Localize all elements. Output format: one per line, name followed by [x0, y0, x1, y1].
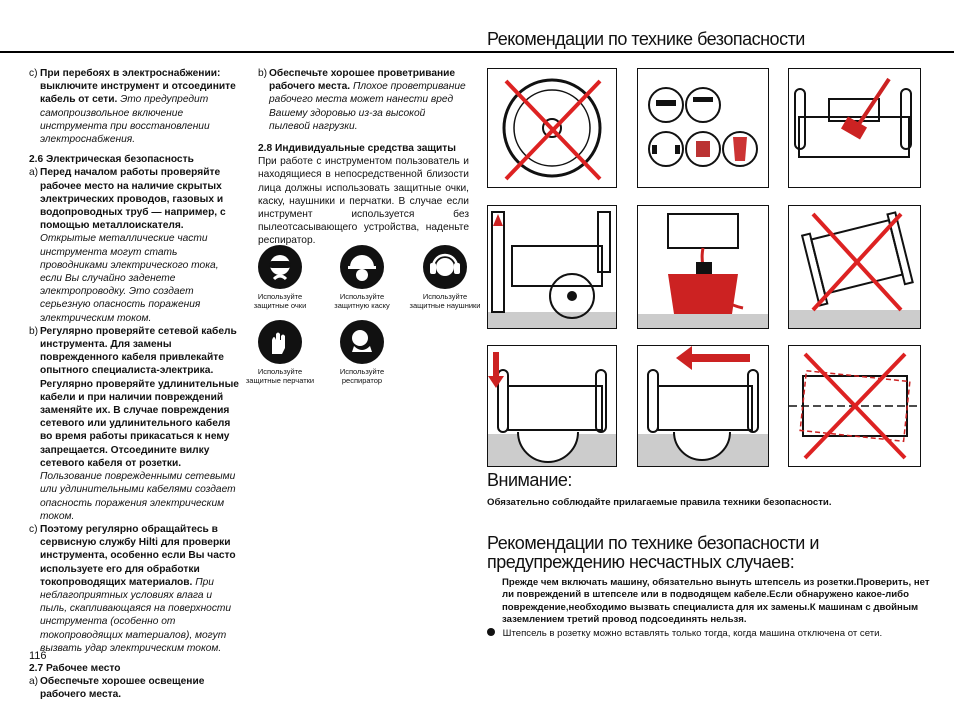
item-label: a) — [29, 676, 39, 688]
item-label: b) — [258, 68, 268, 79]
item-label: c) — [29, 523, 38, 535]
illustration-travel-direction — [637, 345, 769, 467]
list-item: b) Обеспечьте хорошее проветривание рабо… — [258, 67, 469, 133]
list-item: a) Обеспечьте хорошее освещение рабочего… — [29, 675, 240, 701]
helmet-icon — [340, 245, 384, 289]
section-heading: 2.6 Электрическая безопасность — [29, 154, 194, 166]
illustration-no-damaged-blade — [487, 68, 617, 188]
attention-heading: Внимание: — [487, 470, 572, 490]
ppe-item: Используйте защитные перчатки — [241, 320, 319, 385]
ppe-label: Используйте респиратор — [339, 367, 385, 385]
ppe-item: Используйте защитные очки — [241, 245, 319, 310]
illustration-lowering-blade — [487, 345, 617, 467]
ppe-item: Используйте защитные наушники — [406, 245, 484, 310]
list-item: b) Регулярно проверяйте сетевой кабель и… — [29, 325, 240, 523]
item-italic-text: Пользование поврежденными сетевыми или у… — [40, 471, 236, 522]
left-column: c) При перебоях в электроснабжении: выкл… — [29, 67, 240, 702]
bullet-icon — [487, 628, 495, 636]
illustration-no-misalignment — [788, 345, 921, 467]
item-bold-text: Перед началом работы проверяйте рабочее … — [40, 167, 226, 232]
section-heading: 2.8 Индивидуальные средства защиты — [258, 143, 456, 155]
gloves-icon — [258, 320, 302, 364]
bullet-item: Штепсель в розетку можно вставлять тольк… — [487, 628, 927, 640]
illustration-no-tipping — [788, 205, 921, 329]
ppe-label: Используйте защитные наушники — [409, 292, 481, 310]
item-italic-text: Это предупредит самопроизвольное включен… — [40, 94, 210, 146]
item-italic-text: При неблагоприятных условиях влага и пыл… — [40, 576, 232, 654]
illustration-ppe-signs — [637, 68, 769, 188]
bullet-text: Штепсель в розетку можно вставлять тольк… — [502, 628, 883, 639]
section-heading: 2.7 Рабочее место — [29, 662, 121, 674]
illustration-blade-guard — [487, 205, 617, 329]
illustration-cleaning-brush — [788, 68, 921, 188]
ppe-label: Используйте защитные очки — [253, 292, 307, 310]
item-label: c) — [29, 68, 38, 79]
recommendations-heading-line1: Рекомендации по технике безопасности и — [487, 533, 819, 553]
item-bold-text: Регулярно проверяйте сетевой кабель инст… — [40, 325, 239, 469]
attention-text: Обязательно соблюдайте прилагаемые прави… — [487, 497, 832, 508]
respirator-icon — [340, 320, 384, 364]
goggles-icon — [258, 245, 302, 289]
list-item: c) Поэтому регулярно обращайтесь в серви… — [29, 523, 240, 655]
header-rule — [0, 51, 954, 53]
ppe-item: Используйте респиратор — [323, 320, 401, 385]
item-italic-text: Открытые металлические части инструмента… — [40, 233, 219, 324]
item-italic-text: Плохое проветривание рабочего места може… — [269, 81, 466, 132]
ppe-item: Используйте защитную каску — [323, 245, 401, 310]
item-bold-text: Обеспечьте хорошее освещение рабочего ме… — [40, 676, 205, 701]
item-bold-text: Обеспечьте хорошее проветривание рабочег… — [269, 68, 456, 93]
middle-column: b) Обеспечьте хорошее проветривание рабо… — [258, 67, 469, 248]
ear-protection-icon — [423, 245, 467, 289]
item-label: b) — [29, 325, 39, 337]
item-bold-text: При перебоях в электроснабжении: выключи… — [40, 68, 236, 106]
ppe-label: Используйте защитные перчатки — [245, 367, 315, 385]
page-title: Рекомендации по технике безопасности — [487, 29, 805, 49]
illustration-water-supply — [637, 205, 769, 329]
recommendations-text: Прежде чем включать машину, обязательно … — [502, 577, 930, 626]
ppe-label: Используйте защитную каску — [334, 292, 390, 310]
protection-paragraph: При работе с инструментом пользователь и… — [258, 156, 469, 247]
page-number: 116 — [29, 650, 47, 662]
list-item: a) Перед началом работы проверяйте рабоч… — [29, 166, 240, 324]
item-label: a) — [29, 167, 39, 179]
item-bold-text: Поэтому регулярно обращайтесь в сервисну… — [40, 523, 236, 588]
recommendations-heading-line2: предупреждению несчастных случаев: — [487, 552, 795, 572]
list-item: c) При перебоях в электроснабжении: выкл… — [29, 67, 240, 146]
